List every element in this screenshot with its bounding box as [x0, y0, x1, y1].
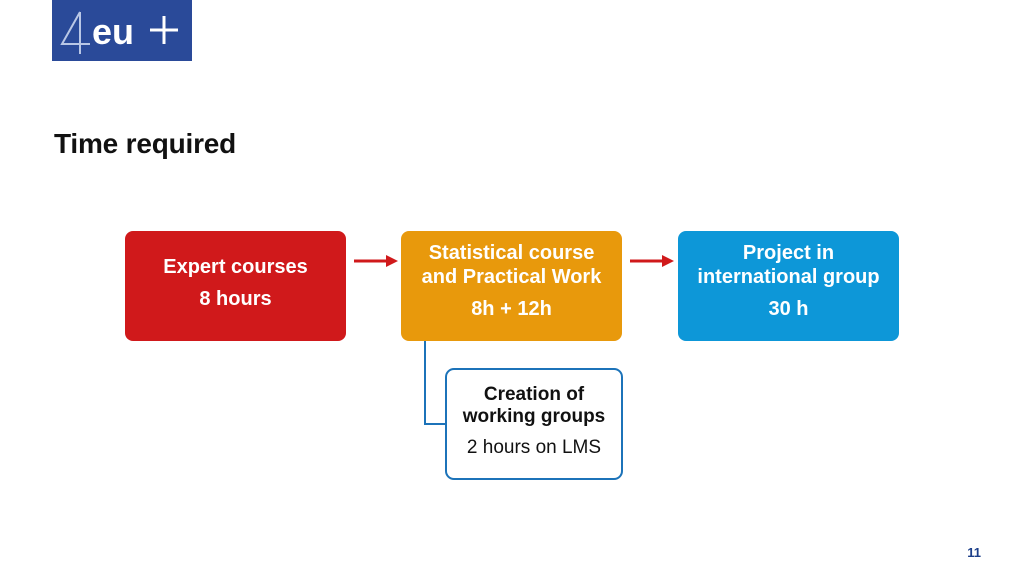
working-groups-label-1: Creation of	[483, 384, 585, 405]
arrow-statistical-to-project	[630, 255, 674, 267]
project-label-2: international group	[697, 266, 880, 288]
logo-mark: eu	[60, 11, 178, 54]
statistical-course-label-2: and Practical Work	[421, 266, 602, 288]
logo-4eu-plus: eu	[52, 0, 192, 61]
box-working-groups: Creation of working groups 2 hours on LM…	[445, 368, 623, 480]
expert-courses-hours: 8 hours	[199, 288, 272, 310]
working-groups-hours: 2 hours on LMS	[466, 437, 602, 458]
project-label-1: Project in	[742, 242, 835, 264]
arrow-expert-to-statistical	[354, 255, 398, 267]
box-project-international: Project in international group 30 h	[678, 231, 899, 341]
connector-statistical-to-groups	[424, 341, 445, 425]
expert-courses-label: Expert courses	[163, 256, 308, 278]
box-expert-courses: Expert courses 8 hours	[125, 231, 346, 341]
page-number: 11	[967, 545, 981, 560]
box-statistical-course: Statistical course and Practical Work 8h…	[401, 231, 622, 341]
svg-text:eu: eu	[92, 11, 134, 52]
working-groups-label-2: working groups	[462, 406, 606, 427]
project-hours: 30 h	[768, 298, 809, 320]
statistical-course-hours: 8h + 12h	[471, 298, 552, 320]
statistical-course-label-1: Statistical course	[428, 242, 595, 264]
page-title: Time required	[54, 128, 237, 159]
